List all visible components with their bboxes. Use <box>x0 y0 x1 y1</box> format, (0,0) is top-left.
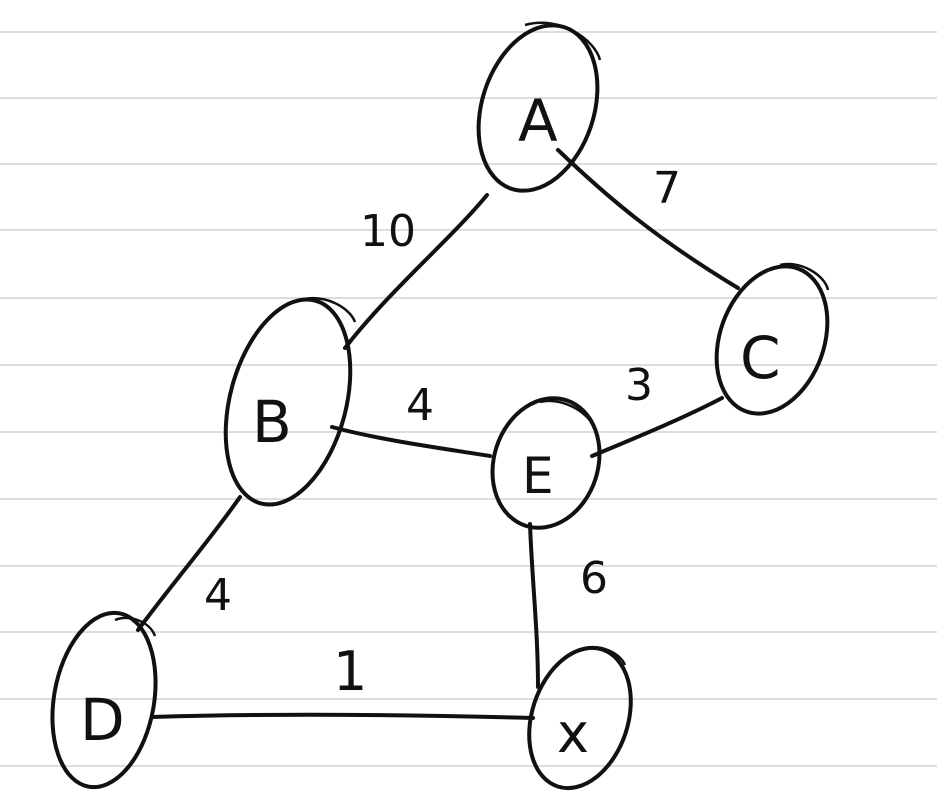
weight-a-c: 7 <box>653 163 681 214</box>
edge-b-d <box>136 495 242 632</box>
weight-e-x: 6 <box>580 553 608 604</box>
edge-c-e <box>590 396 724 458</box>
edge-a-c <box>556 148 740 290</box>
node-d-label: D <box>80 686 125 754</box>
node-e-label: E <box>522 447 554 505</box>
weight-a-b: 10 <box>360 206 416 257</box>
node-a: A <box>476 21 602 193</box>
edge-d-x <box>150 712 535 720</box>
node-b: B <box>223 297 357 507</box>
node-c: C <box>714 262 830 416</box>
node-d: D <box>50 610 158 790</box>
weight-d-x: 1 <box>333 640 367 703</box>
weight-c-e: 3 <box>625 360 653 411</box>
node-a-label: A <box>518 87 558 155</box>
node-x-label: x <box>557 702 589 765</box>
node-b-label: B <box>252 388 292 456</box>
paper-ruling <box>0 31 937 767</box>
edge-b-e <box>330 425 492 458</box>
node-c-label: C <box>740 324 781 392</box>
edge-e-x <box>528 522 540 689</box>
edge-a-b <box>343 193 489 350</box>
edge-weights: 10 7 4 3 4 1 6 <box>204 163 681 703</box>
graph-nodes: A B C E D x <box>50 21 830 791</box>
weight-b-e: 4 <box>406 380 434 431</box>
graph-edges <box>136 148 740 720</box>
weight-b-d: 4 <box>204 570 232 621</box>
node-e: E <box>490 396 602 530</box>
node-x: x <box>527 645 633 791</box>
